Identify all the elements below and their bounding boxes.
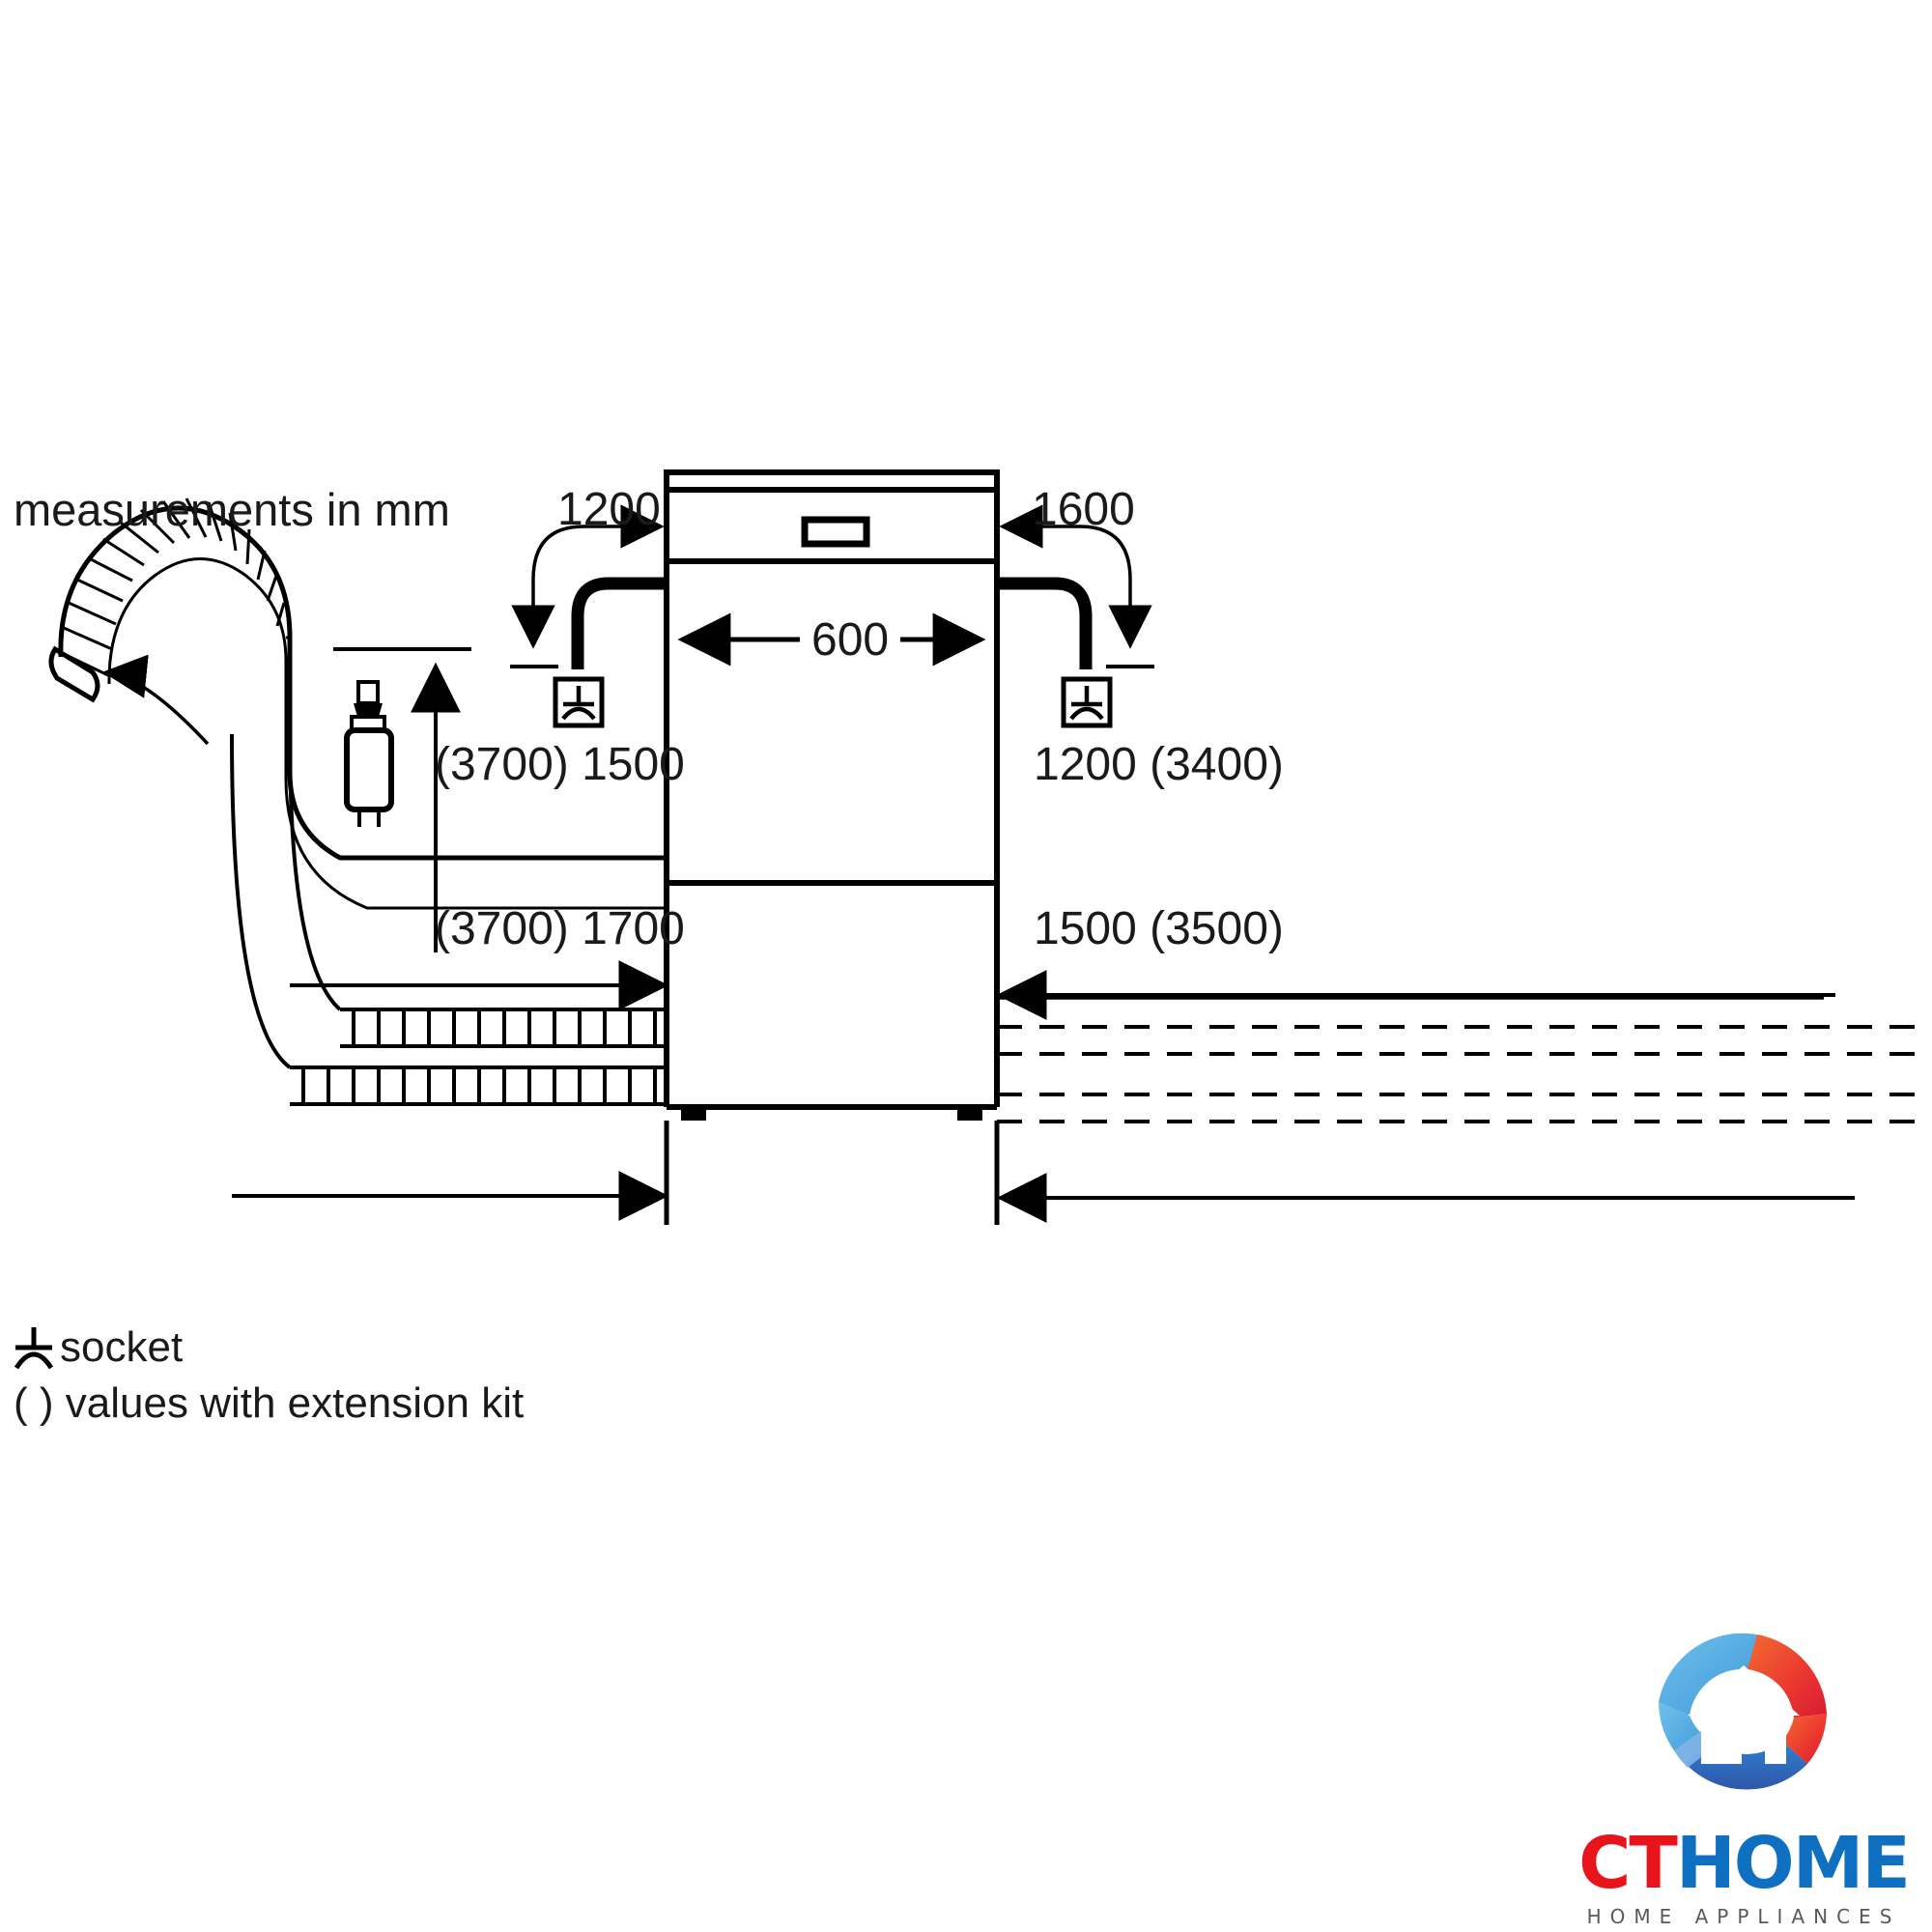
drain-hose-end xyxy=(48,645,100,703)
socket-symbol-icon xyxy=(14,1327,54,1370)
aquastop-valve xyxy=(333,647,471,952)
hose-run-upper xyxy=(340,1008,667,1048)
legend-socket-label: socket xyxy=(60,1323,184,1371)
dimension-left-1700 xyxy=(232,1121,669,1225)
dimension-label-width: 600 xyxy=(800,613,901,667)
cthome-house-mark-icon xyxy=(1659,1633,1827,1790)
door-handle xyxy=(801,516,870,548)
measurement-unit-note: measurements in mm xyxy=(14,484,450,535)
right-power-cable xyxy=(997,577,1093,669)
socket-box-left xyxy=(553,676,605,728)
hose-run-lower xyxy=(290,1065,667,1106)
dimension-label-right-top: 1600 xyxy=(1032,484,1135,535)
logo-home-text: HOME xyxy=(1675,1822,1911,1905)
dimension-label-left-top: 1200 xyxy=(557,484,661,535)
hose-rotation-arrow xyxy=(102,654,210,746)
socket-box-right xyxy=(1061,676,1113,728)
legend-extension-label: ( ) values with extension kit xyxy=(14,1379,525,1427)
dimension-left-1500 xyxy=(290,960,669,1010)
left-power-cord-group xyxy=(510,504,667,728)
dimension-label-left-mid: (3700) 1500 xyxy=(435,739,685,790)
appliance-foot-left xyxy=(681,1107,706,1121)
dimension-label-right-bottom: 1500 (3500) xyxy=(1034,903,1284,954)
right-power-cord-group xyxy=(997,504,1154,728)
dimension-right-1200-3400 xyxy=(994,966,1835,1020)
logo-tagline: HOME APPLIANCES xyxy=(1586,1905,1901,1928)
water-supply-lines-dashed xyxy=(997,1025,1922,1123)
left-power-cable xyxy=(571,577,667,669)
logo-ct-text: CT xyxy=(1578,1822,1678,1905)
corrugated-drain-hose xyxy=(48,497,667,910)
dimension-label-left-bottom: (3700) 1700 xyxy=(435,903,685,954)
dimension-right-1500-3500 xyxy=(994,1121,1855,1225)
appliance-foot-right xyxy=(957,1107,982,1121)
dimension-label-right-mid: 1200 (3400) xyxy=(1034,739,1284,790)
dishwasher-body xyxy=(664,469,1000,1121)
cthome-logo: CTHOME HOME APPLIANCES xyxy=(1555,1623,1932,1932)
logo-wordmark: CTHOME xyxy=(1555,1828,1932,1899)
hose-curve-joins xyxy=(230,733,342,1069)
